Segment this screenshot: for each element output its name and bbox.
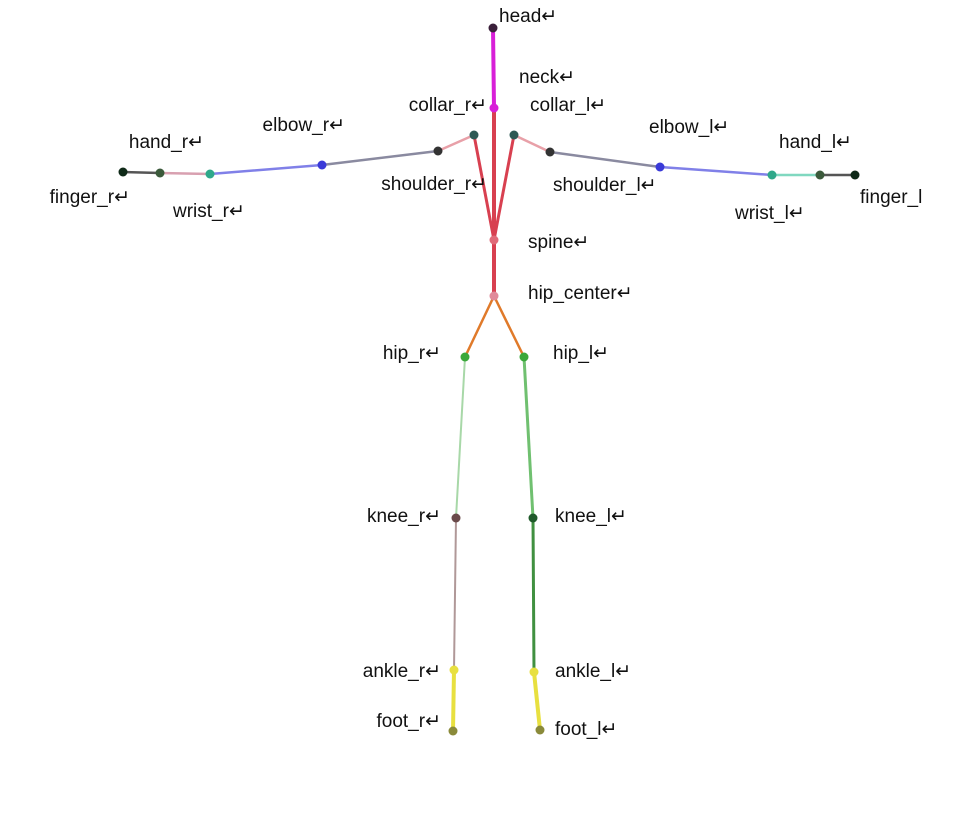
joint-hip-l xyxy=(519,352,529,362)
joint-knee-l xyxy=(528,513,538,523)
joint-hand-l xyxy=(815,170,825,180)
label-shoulder-r: shoulder_r↵ xyxy=(381,174,487,195)
label-hand-r: hand_r↵ xyxy=(129,132,204,153)
labels-layer: head↵neck↵collar_r↵collar_l↵shoulder_r↵s… xyxy=(50,6,923,740)
bone-shoulder_r-elbow_r xyxy=(320,149,440,167)
bone-ankle_r-foot_r xyxy=(451,668,456,733)
label-elbow-l: elbow_l↵ xyxy=(649,117,729,138)
joint-foot-r xyxy=(448,726,458,736)
joint-ankle-l xyxy=(529,667,539,677)
label-knee-l: knee_l↵ xyxy=(555,506,627,527)
bone-collar_r-shoulder_r xyxy=(436,133,476,153)
bone-wrist_r-hand_r xyxy=(158,171,212,176)
bone-collar_r-spine xyxy=(472,133,496,242)
joint-hand-r xyxy=(155,168,165,178)
label-hip-l: hip_l↵ xyxy=(553,343,609,364)
joint-elbow-l xyxy=(655,162,665,172)
bone-hip_center-hip_r xyxy=(463,294,496,359)
bones-layer xyxy=(121,26,857,733)
joint-head xyxy=(488,23,498,33)
label-ankle-l: ankle_l↵ xyxy=(555,661,631,682)
bone-elbow_r-wrist_r xyxy=(208,163,324,176)
bone-knee_r-ankle_r xyxy=(453,517,457,671)
bone-knee_l-ankle_l xyxy=(531,516,536,674)
joint-ankle-r xyxy=(449,665,459,675)
label-knee-r: knee_r↵ xyxy=(367,506,441,527)
joint-wrist-r xyxy=(205,169,215,179)
joint-hip-center xyxy=(489,291,499,301)
bone-hip_center-hip_l xyxy=(492,294,526,359)
joint-finger-r xyxy=(118,167,128,177)
joint-collar-r xyxy=(469,130,479,140)
label-shoulder-l: shoulder_l↵ xyxy=(553,175,657,196)
label-hip-center: hip_center↵ xyxy=(528,283,633,304)
joint-elbow-r xyxy=(317,160,327,170)
joint-wrist-l xyxy=(767,170,777,180)
joint-neck xyxy=(489,103,499,113)
bone-hip_r-knee_r xyxy=(455,356,466,519)
joints-layer xyxy=(118,23,860,736)
joint-foot-l xyxy=(535,725,545,735)
joint-finger-l xyxy=(850,170,860,180)
label-foot-r: foot_r↵ xyxy=(376,711,441,732)
label-neck: neck↵ xyxy=(519,67,575,88)
label-finger-r: finger_r↵ xyxy=(50,187,130,208)
label-finger-l: finger_l xyxy=(860,187,922,208)
joint-collar-l xyxy=(509,130,519,140)
bone-head-neck xyxy=(491,26,496,110)
joint-shoulder-l xyxy=(545,147,555,157)
label-hip-r: hip_r↵ xyxy=(383,343,441,364)
bone-elbow_l-wrist_l xyxy=(658,165,774,177)
label-foot-l: foot_l↵ xyxy=(555,719,617,740)
label-head: head↵ xyxy=(499,6,557,27)
label-wrist-r: wrist_r↵ xyxy=(172,201,245,222)
bone-hip_l-knee_l xyxy=(522,355,535,520)
label-collar-l: collar_l↵ xyxy=(530,95,606,116)
bone-collar_l-shoulder_l xyxy=(512,133,552,154)
bone-ankle_l-foot_l xyxy=(532,670,542,732)
bone-collar_l-spine xyxy=(492,133,516,242)
joint-knee-r xyxy=(451,513,461,523)
label-spine: spine↵ xyxy=(528,232,589,253)
label-elbow-r: elbow_r↵ xyxy=(263,115,345,136)
joint-spine xyxy=(489,235,499,245)
label-wrist-l: wrist_l↵ xyxy=(734,203,805,224)
label-collar-r: collar_r↵ xyxy=(409,95,487,116)
joint-shoulder-r xyxy=(433,146,443,156)
label-ankle-r: ankle_r↵ xyxy=(363,661,441,682)
joint-hip-r xyxy=(460,352,470,362)
bone-hand_r-finger_r xyxy=(121,170,162,175)
bone-shoulder_l-elbow_l xyxy=(548,150,662,169)
label-hand-l: hand_l↵ xyxy=(779,132,852,153)
